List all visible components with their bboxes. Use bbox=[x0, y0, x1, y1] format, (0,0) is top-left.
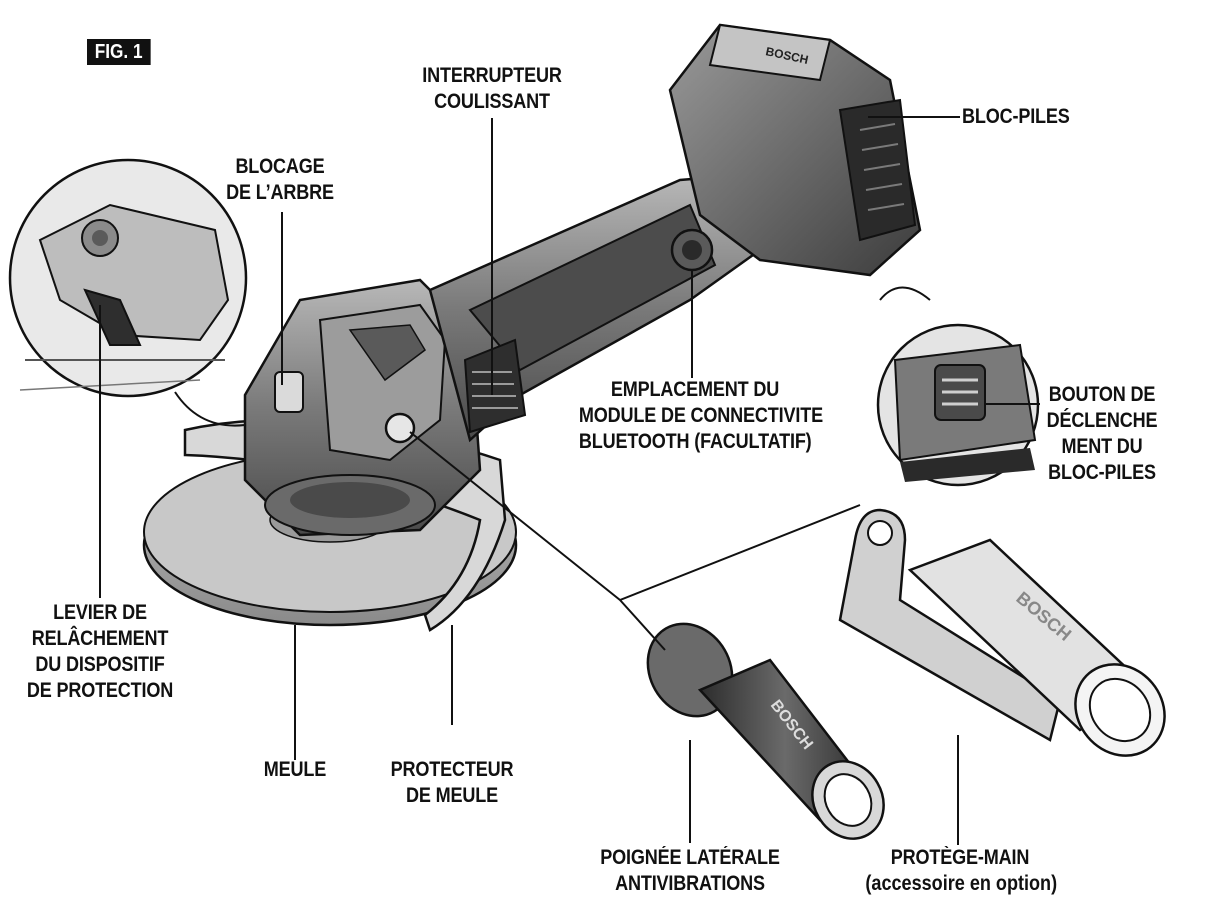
battery-release-detail-inset bbox=[876, 286, 1040, 487]
label-bluetooth-module: EMPLACEMENT DU MODULE DE CONNECTIVITE BL… bbox=[578, 377, 823, 455]
label-line: DE PROTECTION bbox=[26, 679, 174, 702]
label-line: MENT DU bbox=[1061, 435, 1143, 458]
motor-housing bbox=[428, 173, 762, 443]
battery-pack: BOSCH bbox=[668, 23, 922, 277]
leader-accessory-attach bbox=[409, 431, 861, 651]
label-line: DU DISPOSITIF bbox=[35, 653, 165, 676]
label-line: PROTÈGE-MAIN bbox=[890, 846, 1030, 869]
label-line: DE MEULE bbox=[406, 784, 498, 807]
side-handle-thread-hole bbox=[384, 412, 416, 444]
label-line: BLOC-PILES bbox=[962, 105, 1070, 128]
label-battery-release: BOUTON DE DÉCLENCHE MENT DU BLOC-PILES bbox=[1033, 382, 1171, 486]
gear-head bbox=[243, 278, 482, 537]
label-line: ANTIVIBRATIONS bbox=[615, 872, 765, 895]
hand-guard-illustration: BOSCH bbox=[838, 508, 1166, 757]
label-line: PROTECTEUR bbox=[390, 758, 514, 781]
label-line: POIGNÉE LATÉRALE bbox=[600, 846, 780, 869]
label-line: LEVIER DE bbox=[53, 601, 147, 624]
label-line: INTERRUPTEUR bbox=[422, 64, 562, 87]
label-line: COULISSANT bbox=[434, 90, 550, 113]
label-line: BLUETOOTH (FACULTATIF) bbox=[578, 430, 812, 453]
label-slide-switch: INTERRUPTEUR COULISSANT bbox=[397, 63, 586, 115]
label-line: MEULE bbox=[263, 758, 327, 781]
label-hand-guard: PROTÈGE-MAIN (accessoire en option) bbox=[865, 845, 1058, 897]
spindle-lock-button bbox=[274, 371, 304, 413]
guard-lever-detail-inset bbox=[8, 158, 248, 398]
label-line: RELÂCHEMENT bbox=[31, 627, 169, 650]
label-line: DE L’ARBRE bbox=[226, 181, 334, 204]
label-wheel: MEULE bbox=[248, 757, 343, 783]
leader-lines bbox=[99, 116, 1040, 845]
label-line: DÉCLENCHE bbox=[1046, 409, 1158, 432]
label-line: BOUTON DE bbox=[1048, 383, 1156, 406]
label-guard-release-lever: LEVIER DE RELÂCHEMENT DU DISPOSITIF DE P… bbox=[23, 600, 178, 704]
leader-inset-pointer bbox=[174, 391, 246, 427]
label-side-handle: POIGNÉE LATÉRALE ANTIVIBRATIONS bbox=[600, 845, 781, 897]
label-line: MODULE DE CONNECTIVITE bbox=[578, 404, 823, 427]
figure-tag: FIG. 1 bbox=[87, 39, 151, 65]
label-line: BLOC-PILES bbox=[1048, 461, 1156, 484]
label-line: (accessoire en option) bbox=[865, 872, 1058, 895]
label-spindle-lock: BLOCAGE DE L’ARBRE bbox=[194, 154, 366, 206]
label-line: BLOCAGE bbox=[235, 155, 325, 178]
label-line: EMPLACEMENT DU bbox=[610, 378, 780, 401]
side-handle-illustration: BOSCH bbox=[646, 622, 885, 840]
label-wheel-guard: PROTECTEUR DE MEULE bbox=[383, 757, 521, 809]
label-battery-pack: BLOC-PILES bbox=[962, 104, 1070, 130]
